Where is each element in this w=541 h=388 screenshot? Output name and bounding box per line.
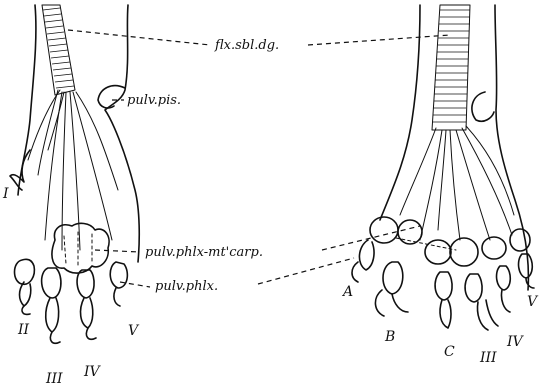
right-digit-b (375, 262, 408, 316)
left-digit-5 (110, 262, 127, 306)
leader-phalangeal-right (258, 258, 354, 284)
right-letter-c: C (444, 344, 455, 360)
label-phalangeal-pad: pulv.phlx. (155, 279, 218, 294)
left-metacarpal-pads (52, 223, 109, 273)
labels: flx.sbl.dg. pulv.pis. pulv.phlx-mt'carp.… (2, 38, 539, 387)
right-digit-label-4: IV (506, 334, 525, 350)
left-digit-4 (77, 270, 96, 339)
right-digit-c (435, 272, 452, 328)
left-digit-label-2: II (17, 322, 30, 338)
right-pads (370, 217, 530, 266)
left-digit-label-5: V (128, 323, 140, 339)
right-letter-a: A (341, 284, 353, 300)
left-digit-label-3: III (45, 371, 63, 387)
label-flexor: flx.sbl.dg. (214, 38, 279, 53)
right-digit-3 (465, 274, 498, 330)
right-pisiform-pad (472, 92, 494, 121)
leader-metacarpal-left (95, 250, 140, 252)
right-letter-b: B (384, 329, 395, 345)
leader-flexor-left (68, 30, 210, 45)
label-pisiform-pad: pulv.pis. (127, 93, 181, 108)
leader-flexor-right (308, 35, 450, 45)
right-foot (352, 5, 534, 330)
right-digit-a (352, 240, 374, 282)
leader-metacarpal-right (322, 226, 420, 250)
right-digit-label-3: III (479, 350, 497, 366)
left-digit-label-1: I (2, 186, 9, 202)
right-digit-label-5: V (527, 294, 539, 310)
left-digit-label-4: IV (83, 364, 102, 380)
left-foot (10, 5, 139, 343)
label-metacarpal-pad: pulv.phlx-mt'carp. (145, 245, 263, 260)
right-digit-4 (497, 266, 511, 312)
right-digit-5 (519, 254, 534, 288)
right-flexor-tendon (432, 5, 470, 130)
left-flexor-tendon (42, 5, 75, 95)
left-digit-3 (42, 268, 61, 343)
left-digit-2 (15, 259, 35, 314)
